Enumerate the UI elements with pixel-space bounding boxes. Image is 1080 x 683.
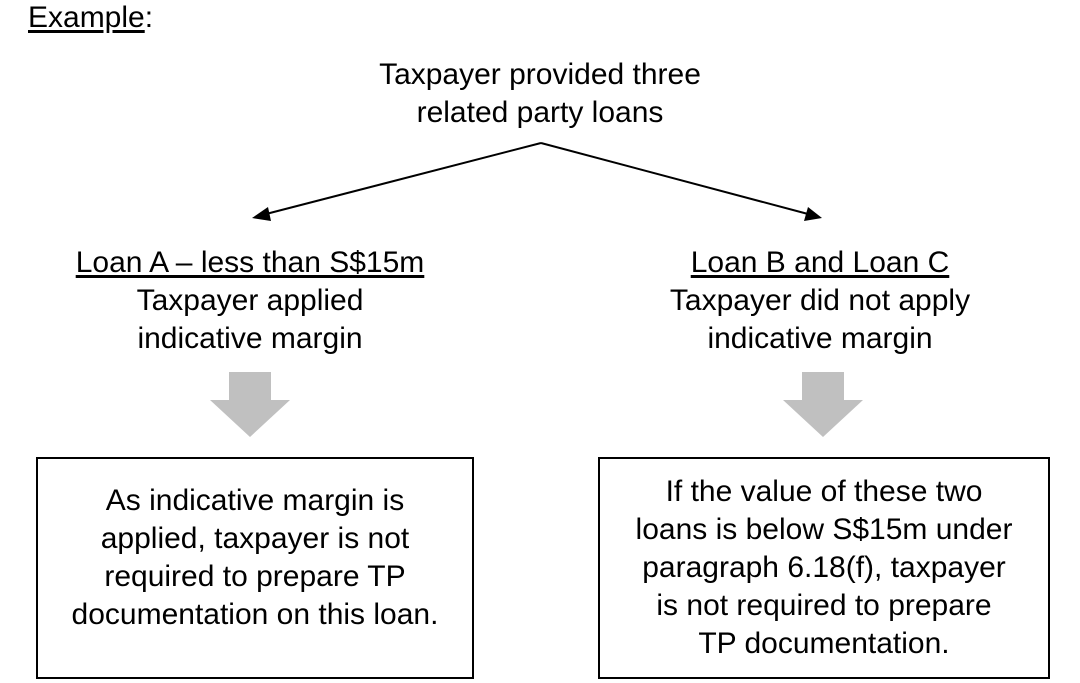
loan-a-title: Loan A – less than S$15m — [75, 246, 425, 279]
box-a-line-4: documentation on this loan. — [71, 598, 439, 631]
connector-to-loan-b — [540, 142, 809, 215]
block-arrow-down-a — [210, 372, 290, 437]
block-arrow-down-b — [783, 372, 863, 437]
example-heading-text: Example — [28, 1, 145, 34]
root-node-line-1: Taxpayer provided three — [379, 58, 701, 91]
box-b-line-2: loans is below S$15m under — [635, 513, 1013, 546]
example-heading: Example: — [28, 0, 153, 36]
root-node: Taxpayer provided three related party lo… — [340, 56, 740, 132]
outcome-box-loan-b-c: If the value of these two loans is below… — [598, 457, 1050, 679]
branch-loan-b-c: Loan B and Loan C Taxpayer did not apply… — [590, 244, 1050, 358]
arrowhead-to-loan-b — [804, 207, 822, 221]
box-a-line-2: applied, taxpayer is not — [100, 522, 410, 555]
connector-to-loan-a — [265, 142, 542, 215]
box-a-line-1: As indicative margin is — [105, 484, 405, 517]
box-b-line-4: is not required to prepare — [656, 589, 992, 622]
loan-a-line-1: Taxpayer applied — [136, 284, 364, 317]
box-b-line-1: If the value of these two — [665, 475, 983, 508]
root-node-line-2: related party loans — [416, 96, 664, 129]
loan-b-c-line-1: Taxpayer did not apply — [669, 284, 971, 317]
outcome-box-loan-a: As indicative margin is applied, taxpaye… — [36, 457, 474, 679]
example-heading-colon: : — [144, 1, 154, 34]
loan-b-c-title: Loan B and Loan C — [690, 246, 950, 279]
box-b-line-3: paragraph 6.18(f), taxpayer — [642, 551, 1006, 584]
arrowhead-to-loan-a — [252, 207, 271, 221]
box-b-line-5: TP documentation. — [698, 627, 950, 660]
loan-b-c-line-2: indicative margin — [707, 322, 933, 355]
loan-a-line-2: indicative margin — [137, 322, 363, 355]
box-a-line-3: required to prepare TP — [104, 560, 406, 593]
branch-loan-a: Loan A – less than S$15m Taxpayer applie… — [20, 244, 480, 358]
